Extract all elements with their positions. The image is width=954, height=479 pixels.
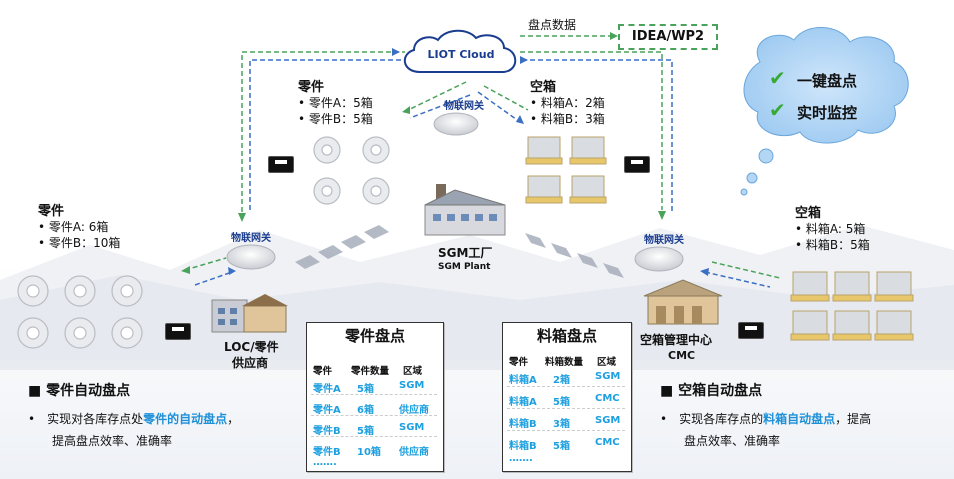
table-cell: 零件B: [313, 447, 341, 458]
table-cell: 2箱: [553, 375, 570, 386]
table-cell: CMC: [595, 393, 620, 404]
table-cell: 零件B: [313, 426, 341, 437]
right-section-title: ■ 空箱自动盘点: [660, 383, 763, 399]
cmc-title: 空箱管理中心: [640, 333, 713, 347]
top-boxes-title: 空箱: [530, 80, 557, 95]
gateway-label-left: 物联网关: [231, 233, 271, 244]
rfid-reader-icon: [624, 156, 650, 173]
boxes-inventory-card: 料箱盘点 零件 料箱数量 区域 料箱A 2箱 SGM 料箱A 5箱 CMC 料箱…: [502, 322, 632, 472]
table-cell: 料箱B: [509, 419, 537, 430]
table-more: …….: [509, 453, 533, 464]
bubble-item-one-click: 一键盘点: [797, 72, 858, 90]
table-cell: 3箱: [553, 419, 570, 430]
left-section-body: •实现对各库存点处零件的自动盘点， 提高盘点效率、准确率: [28, 412, 240, 448]
bubble-item-monitor: 实时监控: [797, 104, 858, 122]
left-section-title: ■ 零件自动盘点: [28, 383, 131, 399]
parts-table-header: 区域: [403, 366, 423, 377]
checkmark-icon: ✔: [769, 66, 786, 90]
liot-cloud-label: LIOT Cloud: [427, 48, 495, 61]
table-cell: 零件A: [313, 384, 341, 395]
gateway-label-top: 物联网关: [444, 101, 484, 112]
table-cell: 零件A: [313, 405, 341, 416]
idea-wp2-box: IDEA/WP2: [618, 24, 718, 50]
boxes-table-title: 料箱盘点: [536, 327, 597, 345]
table-cell: 料箱A: [509, 375, 537, 386]
table-cell: 5箱: [553, 397, 570, 408]
top-parts-item: • 零件B：5箱: [298, 112, 373, 126]
table-cell: CMC: [595, 437, 620, 448]
right-section-body: •实现各库存点的料箱自动盘点，提高 盘点效率、准确率: [660, 412, 872, 448]
parts-table-header: 零件: [313, 366, 333, 377]
right-boxes-title: 空箱: [795, 206, 822, 221]
left-parts-title: 零件: [38, 204, 65, 219]
top-parts-item: • 零件A：5箱: [298, 96, 373, 110]
table-more: …….: [313, 457, 337, 468]
boxes-table-header: 区域: [597, 357, 617, 368]
table-cell: SGM: [399, 422, 425, 433]
parts-table-header: 零件数量: [351, 366, 390, 377]
row-divider: [311, 436, 437, 437]
right-boxes-item: • 料箱B：5箱: [795, 238, 870, 252]
boxes-table-header: 料箱数量: [545, 357, 584, 368]
row-divider: [311, 415, 437, 416]
loc-supplier-building: [211, 294, 288, 333]
table-cell: SGM: [595, 415, 621, 426]
sgm-plant-building: [424, 184, 506, 236]
checkmark-icon: ✔: [769, 98, 786, 122]
table-cell: SGM: [399, 380, 425, 391]
table-cell: 料箱B: [509, 441, 537, 452]
thought-bubble-shape: [740, 27, 909, 196]
liot-cloud-shape: [404, 29, 517, 73]
left-parts-item: • 零件A: 6箱: [38, 220, 109, 234]
cmc-subtitle: CMC: [668, 349, 696, 362]
top-boxes-item: • 料箱A：2箱: [530, 96, 605, 110]
parts-inventory-card: 零件盘点 零件 零件数量 区域 零件A 5箱 SGM 零件A 6箱 供应商 零件…: [306, 322, 444, 472]
loc-subtitle: 供应商: [232, 356, 269, 370]
table-cell: 供应商: [399, 447, 429, 458]
left-parts-item: • 零件B：10箱: [38, 236, 121, 250]
right-boxes-item: • 料箱A: 5箱: [795, 222, 866, 236]
loc-title: LOC/零件: [224, 340, 279, 354]
sgm-plant-subtitle: SGM Plant: [438, 262, 491, 272]
table-cell: 5箱: [357, 384, 374, 395]
row-divider: [507, 408, 625, 409]
parts-table-title: 零件盘点: [344, 327, 405, 345]
table-cell: 料箱A: [509, 397, 537, 408]
row-divider: [507, 386, 625, 387]
table-cell: 5箱: [553, 441, 570, 452]
table-cell: 6箱: [357, 405, 374, 416]
rfid-reader-icon: [268, 156, 294, 173]
gateway-label-right: 物联网关: [644, 235, 684, 246]
table-cell: 10箱: [357, 447, 381, 458]
table-cell: 供应商: [399, 405, 429, 416]
row-divider: [311, 394, 437, 395]
flange-icon: [313, 136, 341, 164]
table-cell: SGM: [595, 371, 621, 382]
sgm-plant-title: SGM工厂: [438, 246, 493, 260]
cmc-warehouse-building: [643, 279, 723, 325]
inventory-data-label: 盘点数据: [528, 18, 577, 32]
top-parts-title: 零件: [298, 80, 325, 95]
table-cell: 5箱: [357, 426, 374, 437]
row-divider: [507, 430, 625, 431]
boxes-table-header: 零件: [509, 357, 529, 368]
top-boxes-item: • 料箱B：3箱: [530, 112, 605, 126]
rfid-reader-icon: [738, 322, 764, 339]
rfid-reader-icon: [165, 323, 191, 340]
